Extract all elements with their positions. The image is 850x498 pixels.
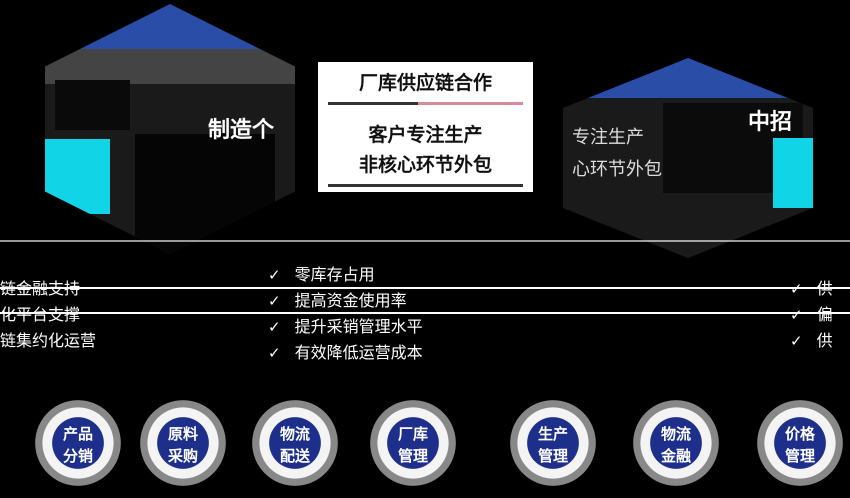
hex-cyan-block — [773, 138, 813, 208]
list-item: ✓有效降低运营成本 — [268, 340, 423, 366]
right-hex-overlay-line1: 专注生产 — [572, 127, 644, 148]
service-circle-logistics-delivery: 物流 配送 — [252, 400, 338, 486]
check-icon: ✓ — [268, 318, 281, 336]
check-icon: ✓ — [268, 292, 281, 310]
check-icon: ✓ — [790, 332, 803, 350]
service-circle-production-management: 生产 管理 — [510, 400, 596, 486]
middle-list: ✓零库存占用 ✓提高资金使用率 ✓提升采销管理水平 ✓有效降低运营成本 — [268, 262, 423, 366]
center-panel: 厂库供应链合作 客户专注生产 非核心环节外包 — [318, 62, 533, 192]
hex-cyan-block — [45, 139, 110, 214]
check-icon: ✓ — [790, 280, 803, 298]
service-circle-raw-procurement: 原料 采购 — [140, 400, 226, 486]
list-item: 化平台支撑 — [0, 305, 81, 324]
separator-line — [0, 240, 850, 242]
left-list: 链金融支持 化平台支撑 链集约化运营 — [0, 276, 96, 354]
list-item: 链集约化运营 — [0, 331, 97, 350]
separator-line — [0, 312, 850, 314]
check-icon: ✓ — [790, 306, 803, 324]
hex-dark-block — [135, 134, 275, 254]
center-title: 厂库供应链合作 — [358, 72, 492, 94]
right-list: ✓供 ✓偏 ✓供 — [790, 276, 833, 354]
divider-pink — [418, 102, 523, 105]
center-line1: 客户专注生产 — [368, 124, 483, 146]
hex-block — [55, 80, 130, 130]
right-hex-label: 中招 — [748, 110, 793, 135]
service-circle-warehouse-management: 厂库 管理 — [370, 400, 456, 486]
service-circle-price-management: 价格 管理 — [757, 400, 843, 486]
left-hexagon-image — [45, 4, 295, 254]
divider-bottom — [328, 184, 523, 187]
separator-line — [0, 287, 850, 289]
left-hex-label: 制造个 — [208, 118, 275, 143]
service-circle-logistics-finance: 物流 金融 — [633, 400, 719, 486]
service-circle-product-distribution: 产品 分销 — [35, 400, 121, 486]
right-hexagon-image — [563, 58, 813, 258]
list-item: ✓零库存占用 — [268, 262, 423, 288]
right-hex-overlay-line2: 心环节外包 — [572, 159, 662, 180]
divider-dark — [328, 102, 418, 105]
center-line2: 非核心环节外包 — [358, 154, 492, 176]
list-item: ✓供 — [790, 276, 833, 302]
list-item: ✓偏 — [790, 302, 833, 328]
list-item: 链金融支持 — [0, 279, 81, 298]
check-icon: ✓ — [268, 266, 281, 284]
check-icon: ✓ — [268, 344, 281, 362]
list-item: ✓供 — [790, 328, 833, 354]
list-item: ✓提升采销管理水平 — [268, 314, 423, 340]
list-item: ✓提高资金使用率 — [268, 288, 423, 314]
